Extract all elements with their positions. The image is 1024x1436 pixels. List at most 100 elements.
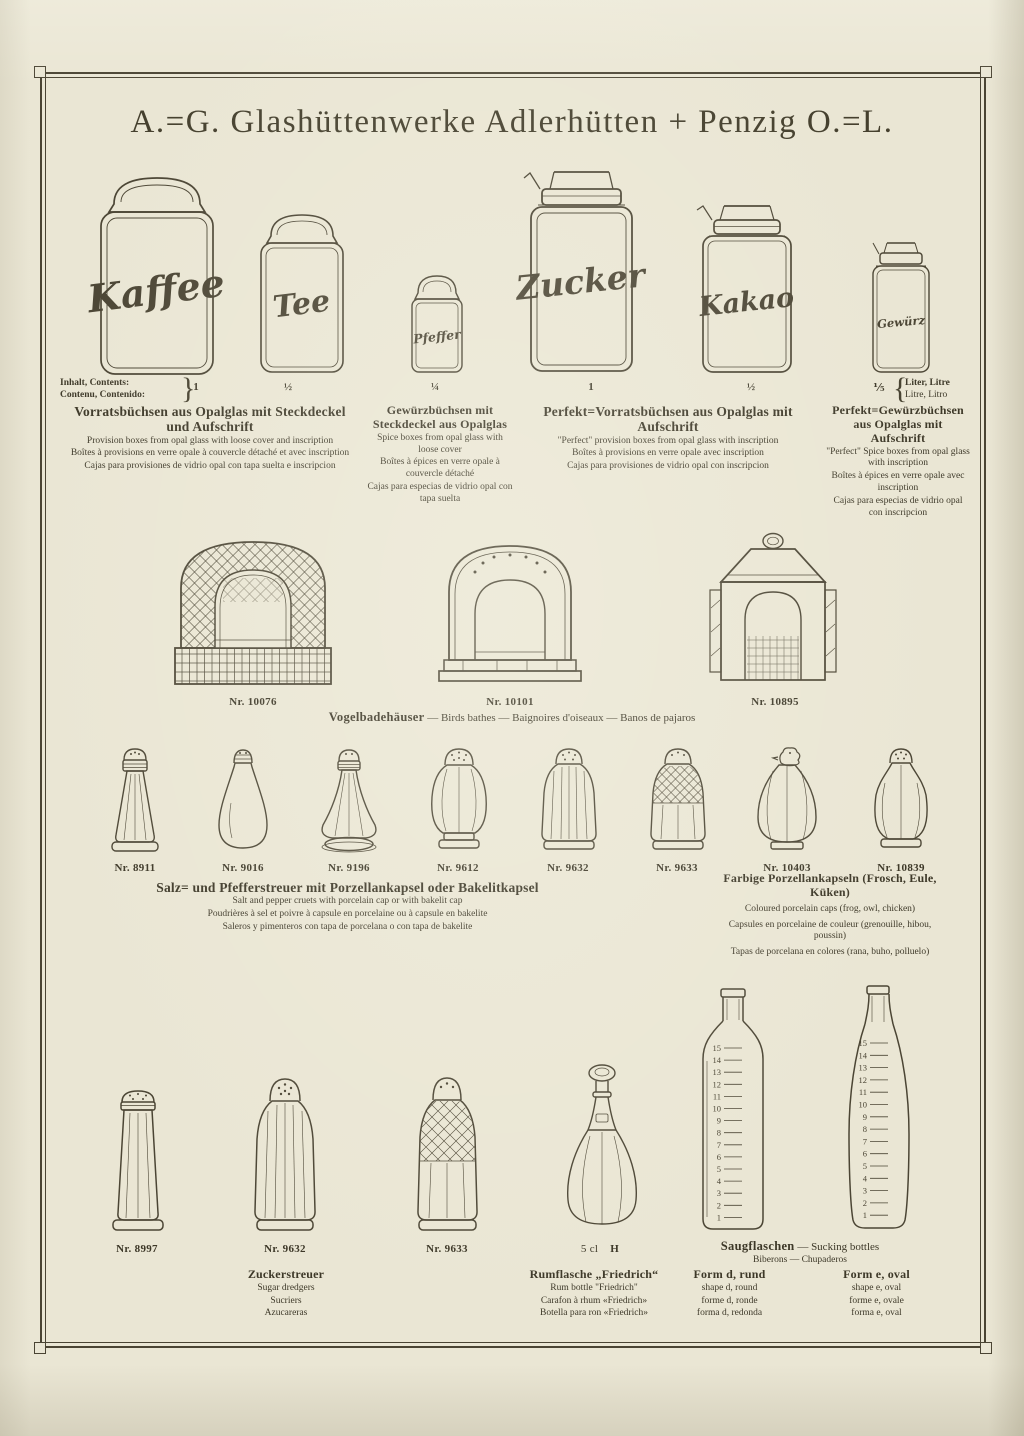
- jar-inscription: Pfeffer: [411, 326, 462, 346]
- section-fr: Boîtes à provisions en verre opale à cou…: [70, 448, 350, 459]
- svg-text:8: 8: [717, 1128, 721, 1138]
- liter-brace: {: [893, 372, 908, 405]
- sugar-dredger-8997-illustration: [96, 1087, 180, 1235]
- section-heading: Zuckerstreuer: [247, 1267, 325, 1281]
- section-heading: Form d, rund: [693, 1267, 766, 1281]
- section-es: Cajas para especias de vidrio opal con i…: [833, 495, 963, 518]
- capacity-value: ¼: [430, 381, 440, 393]
- shaker-number: Nr. 9633: [656, 862, 698, 874]
- section-heading: Perfekt=Gewürzbüchsen aus Opalglas mit A…: [832, 403, 964, 445]
- svg-text:10: 10: [713, 1104, 722, 1114]
- shaker-10403-chick-illustration: [745, 743, 829, 858]
- section-es: Saleros y pimenteros con tapa de porcela…: [222, 921, 473, 932]
- svg-text:4: 4: [863, 1173, 868, 1183]
- capacity-value: 1: [193, 381, 199, 393]
- shaker-8911-illustration: [93, 743, 177, 858]
- svg-text:5: 5: [863, 1161, 867, 1171]
- capacity-value: 1: [588, 381, 594, 393]
- jar-inscription: Tee: [271, 284, 332, 326]
- svg-text:9: 9: [717, 1116, 721, 1126]
- svg-text:14: 14: [713, 1055, 722, 1065]
- section-es: Cajas para provisiones de vidrio opal co…: [567, 461, 769, 472]
- zucker-jar-illustration: Zucker: [510, 163, 652, 378]
- shaker-number: Nr. 9016: [222, 862, 264, 874]
- section-en: Salt and pepper cruets with porcelain ca…: [232, 896, 463, 907]
- saugflaschen-en: — Sucking bottles: [797, 1241, 880, 1253]
- section-en: Rum bottle "Friedrich": [550, 1282, 638, 1293]
- contents-line2: Contenu, Contenido:: [60, 390, 145, 401]
- svg-text:12: 12: [713, 1079, 722, 1089]
- section-gewuerzbuechsen: Gewürzbüchsen mit Steckdeckel aus Opalgl…: [366, 403, 514, 505]
- birdbath-lattice-illustration: [167, 528, 339, 692]
- section-es: Tapas de porcelana en colores (rana, buh…: [730, 947, 930, 958]
- tee-jar-illustration: Tee: [246, 206, 358, 378]
- section-es: Cajas para provisiones de vidrio opal co…: [84, 461, 336, 472]
- birdbath-number: Nr. 10076: [229, 696, 277, 708]
- section-fr: Capsules en porcelaine de couleur (greno…: [728, 919, 932, 942]
- saugflaschen-caption: Saugflaschen — Sucking bottles Biberons …: [688, 1239, 912, 1267]
- dredger-number: Nr. 9633: [426, 1243, 468, 1255]
- section-es: forma d, redonda: [696, 1308, 763, 1319]
- saugflaschen-line2: Biberons — Chupaderos: [753, 1255, 847, 1265]
- birdbath-number: Nr. 10101: [486, 696, 534, 708]
- svg-text:4: 4: [717, 1176, 722, 1186]
- section-en: "Perfect" provision boxes from opal glas…: [557, 435, 779, 446]
- birdbath-caption: Vogelbadehäuser — Birds bathes — Baignoi…: [112, 710, 912, 725]
- section-heading: Gewürzbüchsen mit Steckdeckel aus Opalgl…: [372, 403, 508, 431]
- shaker-9196-illustration: [307, 743, 391, 858]
- svg-text:10: 10: [859, 1100, 868, 1110]
- section-heading: Perfekt=Vorratsbüchsen aus Opalglas mit …: [543, 404, 793, 435]
- section-en: Provision boxes from opal glass with loo…: [86, 435, 334, 446]
- shaker-number: Nr. 10403: [763, 862, 811, 874]
- svg-text:6: 6: [717, 1152, 721, 1162]
- contents-line1: Inhalt, Contents:: [60, 378, 130, 388]
- section-fr: Boîtes à épices en verre opale avec insc…: [831, 471, 965, 494]
- shaker-9016-illustration: [201, 743, 285, 858]
- shaker-number: Nr. 10839: [877, 862, 925, 874]
- jar-inscription: Kaffee: [84, 260, 227, 322]
- shaker-9633-illustration: [635, 743, 719, 858]
- section-rumflasche: Rumflasche „Friedrich“ Rum bottle "Fried…: [508, 1267, 680, 1320]
- section-fr: Boîtes à épices en verre opale à couverc…: [380, 457, 500, 480]
- section-es: forma e, oval: [851, 1308, 902, 1319]
- page-title: A.=G. Glashüttenwerke Adlerhütten + Penz…: [130, 104, 894, 140]
- section-es: Azucareras: [264, 1308, 308, 1319]
- section-fr: Boîtes à provisions en verre opale avec …: [572, 448, 764, 459]
- svg-text:2: 2: [717, 1200, 721, 1210]
- section-heading: Salz= und Pfefferstreuer mit Porzellanka…: [156, 880, 539, 895]
- liter-label: Liter, Litre Litre, Litro: [905, 377, 985, 402]
- svg-text:1: 1: [717, 1212, 721, 1222]
- birdbath-smooth-illustration: [437, 534, 583, 692]
- jar-inscription: Zucker: [512, 255, 649, 308]
- frame-corner-ornament: [980, 1342, 992, 1354]
- pfeffer-jar-illustration: Pfeffer: [404, 268, 470, 378]
- section-zuckerstreuer: Zuckerstreuer Sugar dredgers Sucriers Az…: [212, 1267, 360, 1320]
- dredger-number: Nr. 8997: [116, 1243, 158, 1255]
- rum-mark: H: [610, 1243, 620, 1255]
- birdbath-caption-rest: — Birds bathes — Baignoires d'oiseaux — …: [427, 712, 696, 724]
- svg-text:13: 13: [713, 1067, 722, 1077]
- section-en: Spice boxes from opal glass with loose c…: [377, 432, 503, 455]
- rum-capacity: 5 cl: [580, 1243, 599, 1255]
- dredger-number: Nr. 9632: [264, 1243, 306, 1255]
- kaffee-jar-illustration: Kaffee: [78, 168, 236, 378]
- rum-bottle-illustration: [556, 1062, 648, 1234]
- section-en: Sugar dredgers: [257, 1282, 315, 1293]
- svg-text:7: 7: [863, 1136, 867, 1146]
- section-en: "Perfect" Spice boxes from opal glass wi…: [826, 446, 970, 469]
- sugar-dredger-9632-illustration: [241, 1071, 329, 1235]
- shaker-9612-illustration: [416, 743, 500, 858]
- section-heading: Vorratsbüchsen aus Opalglas mit Steckdec…: [74, 404, 346, 435]
- contents-brace: }: [181, 372, 196, 405]
- section-en: shape e, oval: [851, 1282, 902, 1293]
- section-vorratsbuechsen: Vorratsbüchsen aus Opalglas mit Steckdec…: [62, 404, 358, 473]
- birdbath-house-illustration: [693, 528, 853, 692]
- section-porcelain-caps: Farbige Porzellankapseln (Frosch, Eule, …: [700, 871, 960, 959]
- svg-text:6: 6: [863, 1149, 867, 1159]
- svg-text:2: 2: [863, 1198, 867, 1208]
- frame-corner-ornament: [980, 66, 992, 78]
- capacity-value: ⅕: [873, 382, 885, 394]
- svg-text:15: 15: [713, 1043, 722, 1053]
